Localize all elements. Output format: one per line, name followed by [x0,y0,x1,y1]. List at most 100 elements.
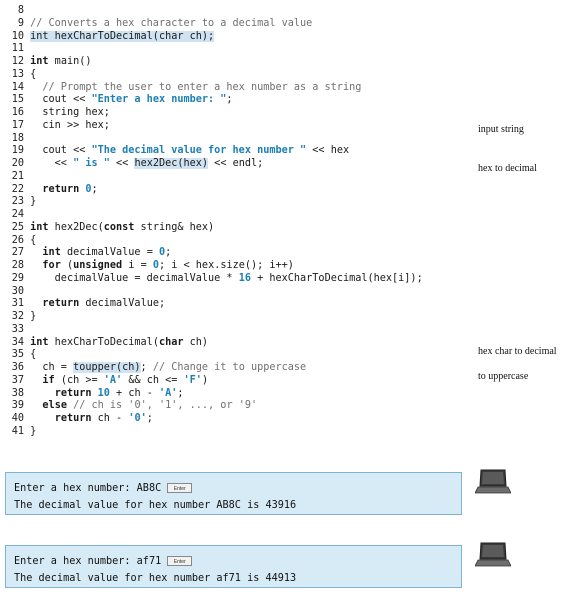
code-token: 'A' [159,387,178,399]
line-number: 9 [17,17,24,29]
line-number: 16 [11,107,24,118]
code-token: decimalValue = decimalValue * [30,272,239,284]
line-number: 33 [11,323,24,335]
code-token: << hex [306,145,350,157]
code-token: '0' [128,413,147,424]
prompt-text: Enter a hex number: [14,483,137,494]
code-token: return [42,298,80,310]
code-token: { [30,349,37,361]
code-text: return ch - '0'; [30,413,153,424]
code-line: 36 ch = toupper(ch); // Change it to upp… [6,362,476,375]
code-text: int decimalValue = 0; [30,247,171,258]
code-token: && ch <= [122,374,184,386]
line-number: 22 [11,183,24,195]
code-token: if [42,374,55,386]
line-number: 27 [11,247,24,259]
code-token: 0 [85,183,92,195]
code-token: 10 [97,387,110,399]
code-line: 19 cout << "The decimal value for hex nu… [6,145,476,158]
code-token: ; i < hex.size(); i++) [159,260,294,271]
code-token: "Enter a hex number: " [91,94,227,106]
line-number: 23 [11,196,24,208]
code-token: 'F' [183,374,202,386]
line-number: 15 [11,94,24,106]
code-token: string hex; [30,107,110,118]
code-text: else // ch is '0', '1', ..., or '9' [30,400,257,411]
code-token: + ch - [109,387,159,399]
line-number: 13 [11,68,24,80]
code-token: return [42,183,80,195]
code-token: 'A' [103,374,123,386]
line-number: 18 [11,132,24,144]
line-number: 10 [11,30,24,42]
code-token: ; [177,387,184,399]
code-token: // ch is '0', '1', ..., or '9' [73,400,258,412]
line-number: 38 [11,387,24,399]
code-line: 10 int hexCharToDecimal(char ch); [6,30,476,44]
code-line: 37 if (ch >= 'A' && ch <= 'F') [6,375,476,388]
code-listing: 8 9 // Converts a hex character to a dec… [6,5,476,439]
code-line: 25 int hex2Dec(const string& hex) [6,222,476,235]
code-token: 16 [238,272,251,284]
code-token: } [30,311,37,322]
laptop-icon [475,469,511,494]
prompt-text: Enter a hex number: [14,556,137,567]
line-number: 37 [11,374,24,386]
code-text: cout << "The decimal value for hex numbe… [30,145,349,156]
code-token: ; [226,94,233,106]
code-token: ) [201,374,209,386]
code-token [30,413,55,424]
line-number: 28 [11,260,24,271]
code-token: { [30,68,37,80]
code-token: ; [140,362,153,373]
code-line: 29 decimalValue = decimalValue * 16 + he… [6,273,476,286]
code-token: hex2Dec( [48,221,104,233]
code-token [30,400,42,411]
code-token: cin >> hex; [30,119,110,131]
code-token: // Prompt the user to enter a hex number… [30,81,362,93]
code-token: for [42,260,61,271]
code-token: << endl; [208,158,264,169]
line-number: 11 [11,43,24,55]
code-line: 11 [6,43,476,56]
code-token: hexCharToDecimal( [48,336,159,348]
code-text: } [30,426,36,437]
line-number: 31 [11,298,24,310]
line-number: 40 [11,413,24,424]
code-token: return [54,413,92,424]
line-number: 21 [11,170,24,182]
code-token: char [158,336,184,348]
code-line: 38 return 10 + ch - 'A'; [6,388,476,401]
code-token: ( [60,260,74,271]
code-token [30,375,42,386]
code-text: int hexCharToDecimal(char ch); [30,30,215,42]
code-line: 32 } [6,311,476,324]
line-number: 8 [17,5,24,16]
line-number: 41 [11,425,24,437]
code-token: string& hex) [134,221,215,233]
code-line: 16 string hex; [6,107,476,120]
code-token: int [30,56,49,67]
code-token [30,184,42,195]
code-text: { [30,235,36,246]
code-line: 13 { [6,69,476,82]
code-token: else [42,400,67,412]
code-token: { [30,234,37,246]
annotation-hex-to-decimal: hex to decimal [478,163,537,174]
code-token: cout << [30,94,92,106]
code-token: int [30,336,49,348]
code-text: { [30,349,36,360]
code-line: 14 // Prompt the user to enter a hex num… [6,82,476,95]
code-line: 17 cin >> hex; [6,120,476,133]
code-token: "The decimal value for hex number " [91,145,307,157]
code-token: // Converts a hex character to a decimal… [30,17,313,29]
code-text: // Converts a hex character to a decimal… [30,18,312,29]
code-text: int hex2Dec(const string& hex) [30,222,214,233]
code-text: ch = toupper(ch); // Change it to upperc… [30,362,306,373]
code-line: 20 << " is " << hex2Dec(hex) << endl; [6,158,476,171]
code-token: int [30,221,49,233]
code-token: 0 [152,260,159,271]
